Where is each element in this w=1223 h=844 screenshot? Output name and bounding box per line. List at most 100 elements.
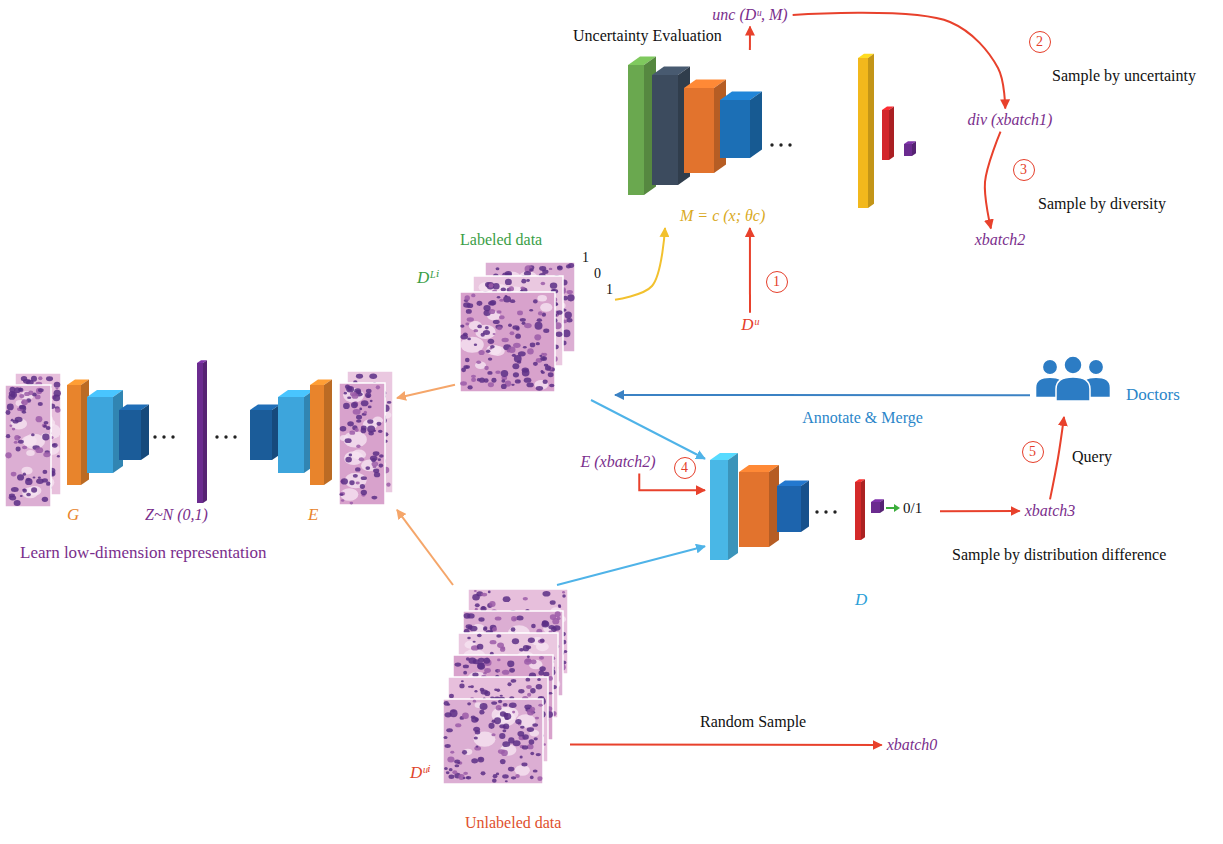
- cell-nucleus: [38, 402, 43, 406]
- cell-nucleus: [444, 736, 448, 739]
- illustration: [620, 50, 920, 228]
- cell-nucleus: [542, 621, 546, 625]
- ellipsis-dot: [153, 435, 156, 438]
- cell-nucleus: [564, 650, 568, 653]
- connector-arrow: [1050, 417, 1064, 499]
- cell-nucleus: [53, 395, 60, 402]
- cell-nucleus: [458, 774, 464, 780]
- cell-nucleus: [483, 305, 490, 311]
- cell-nucleus: [566, 318, 572, 322]
- cell-nucleus: [18, 440, 24, 444]
- cell-nucleus: [499, 299, 503, 302]
- cell-nucleus: [499, 733, 505, 739]
- cell-nucleus: [446, 771, 450, 774]
- cell-nucleus: [464, 613, 471, 619]
- cell-nucleus: [477, 644, 483, 649]
- text-slot: Sample by diversity: [1038, 194, 1166, 213]
- cell-nucleus: [508, 767, 515, 772]
- cell-nucleus: [488, 723, 494, 729]
- cell-nucleus: [449, 694, 454, 699]
- cell-nucleus: [386, 482, 390, 486]
- cell-nucleus: [532, 723, 538, 727]
- cell-nucleus: [367, 419, 373, 424]
- cell-nucleus: [356, 482, 360, 485]
- cell-nucleus: [367, 426, 375, 433]
- cell-nucleus: [455, 723, 461, 727]
- cell-nucleus: [556, 617, 560, 620]
- cell-nucleus: [497, 669, 500, 672]
- cell-nucleus: [14, 387, 20, 393]
- node-text: unc (Dᵘ, M): [712, 5, 787, 24]
- text-slot: Sample by distribution difference: [952, 545, 1166, 564]
- cell-nucleus: [38, 477, 41, 479]
- cell-nucleus: [490, 625, 497, 631]
- cell-nucleus: [467, 702, 471, 705]
- cell-nucleus: [511, 384, 514, 386]
- node-text: Dᵘⁱ: [410, 763, 431, 783]
- cell-nucleus: [38, 388, 44, 392]
- cell-nucleus: [448, 774, 454, 779]
- cell-nucleus: [36, 416, 43, 422]
- cell-nucleus: [9, 424, 12, 427]
- cell-nucleus: [507, 661, 514, 668]
- cell-nucleus: [378, 458, 381, 461]
- cell-nucleus: [484, 668, 491, 673]
- cell-nucleus: [539, 656, 544, 660]
- cell-nucleus: [356, 374, 363, 379]
- cell-nucleus: [490, 345, 495, 348]
- cell-nucleus: [481, 771, 486, 775]
- cell-nucleus: [368, 406, 372, 409]
- cell-nucleus: [524, 323, 532, 328]
- cell-nucleus: [502, 670, 510, 675]
- cell-nucleus: [516, 615, 523, 620]
- cell-nucleus: [509, 668, 515, 673]
- cell-nucleus: [339, 493, 343, 496]
- cell-nucleus: [347, 421, 354, 426]
- cell-nucleus: [460, 381, 467, 385]
- cell-nucleus: [20, 495, 23, 497]
- step-caption: Random Sample: [700, 712, 806, 731]
- cell-nucleus: [487, 282, 495, 290]
- cell-nucleus: [57, 455, 60, 457]
- cell-nucleus: [364, 411, 367, 414]
- cell-nucleus: [540, 638, 545, 642]
- cell-nucleus: [510, 299, 515, 303]
- cell-nucleus: [22, 489, 27, 493]
- cell-nucleus: [8, 394, 15, 400]
- tissue-stroma: [26, 450, 35, 456]
- tissue-stroma: [491, 346, 505, 356]
- layer-side: [728, 453, 738, 560]
- cell-nucleus: [539, 355, 542, 357]
- network-layer: [855, 479, 865, 540]
- text-slot: Doctors: [1126, 385, 1180, 405]
- cell-nucleus: [477, 301, 483, 306]
- cell-nucleus: [527, 727, 534, 732]
- node-text: Unlabeled data: [465, 813, 561, 832]
- ellipsis-dot: [779, 143, 782, 146]
- cell-nucleus: [562, 594, 566, 598]
- cell-nucleus: [460, 324, 464, 327]
- callout-number: 1: [766, 271, 788, 293]
- cell-nucleus: [509, 286, 514, 291]
- cell-nucleus: [513, 343, 521, 348]
- cell-nucleus: [361, 400, 369, 406]
- illustration: [5, 355, 397, 570]
- tissue-stroma: [340, 488, 358, 501]
- cell-nucleus: [484, 366, 489, 370]
- batch-label: xbatch0: [882, 733, 943, 756]
- cell-nucleus: [505, 717, 509, 720]
- network-layer: [882, 107, 894, 161]
- network-layer: [871, 499, 884, 513]
- cell-nucleus: [515, 327, 519, 331]
- layer-front: [310, 385, 324, 485]
- text-slot: Annotate & Merge: [799, 408, 926, 427]
- cell-nucleus: [505, 780, 508, 782]
- cell-nucleus: [460, 334, 468, 339]
- cell-nucleus: [352, 393, 359, 399]
- cell-nucleus: [502, 741, 510, 747]
- cell-nucleus: [537, 318, 542, 322]
- cell-nucleus: [503, 596, 511, 602]
- cell-nucleus: [31, 487, 37, 493]
- connector-arrow: [749, 228, 751, 313]
- cell-nucleus: [507, 682, 511, 686]
